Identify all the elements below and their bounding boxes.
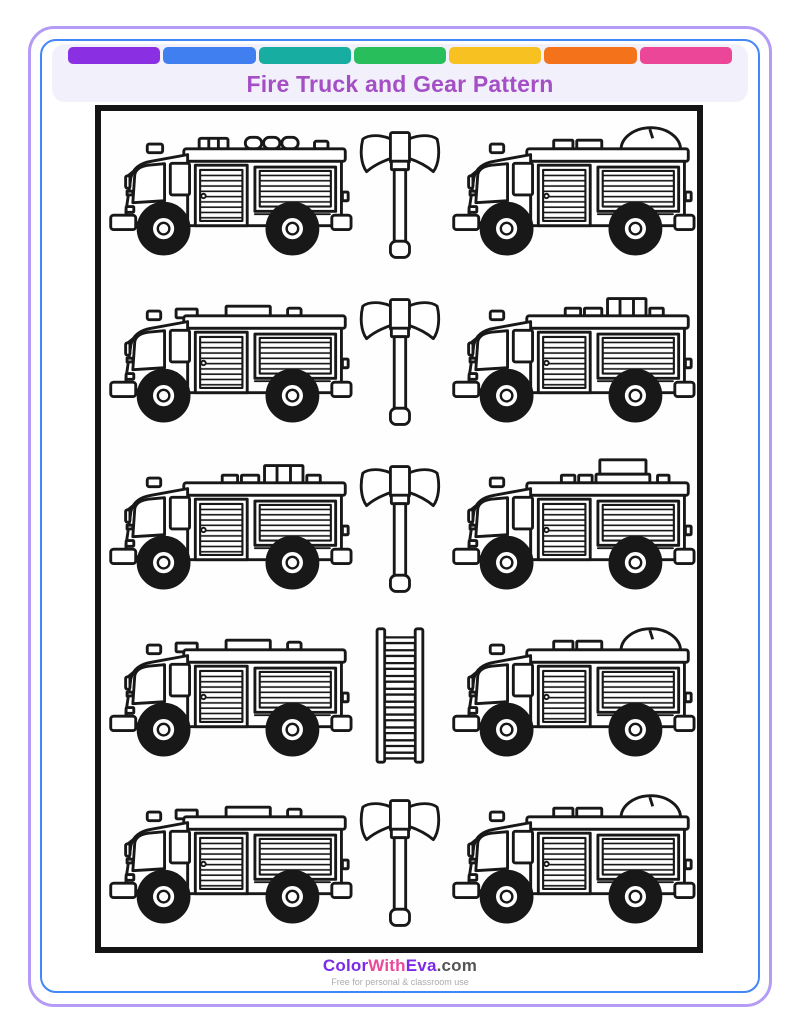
brand-part: Eva <box>405 956 437 975</box>
fire-truck-illustration <box>446 621 696 770</box>
footer: ColorWithEva.com Free for personal & cla… <box>0 956 800 987</box>
header: Fire Truck and Gear Pattern <box>52 44 748 102</box>
rainbow-segment <box>449 47 542 64</box>
page-title: Fire Truck and Gear Pattern <box>246 71 554 97</box>
rainbow-segment <box>544 47 637 64</box>
fire-truck-illustration <box>446 120 696 269</box>
rainbow-segment <box>258 47 351 64</box>
fire-truck-illustration <box>446 788 696 937</box>
rainbow-segment <box>639 47 732 64</box>
fire-truck-illustration <box>446 454 696 603</box>
fire-truck-illustration <box>103 120 353 269</box>
footer-tagline: Free for personal & classroom use <box>331 976 469 987</box>
brand-name: ColorWithEva.com <box>0 956 800 976</box>
brand-part: .com <box>436 956 478 975</box>
pattern-frame <box>95 105 703 953</box>
rainbow-segment <box>68 47 161 64</box>
fire-axe-illustration <box>356 123 442 266</box>
brand-part: Color <box>322 956 369 975</box>
fire-truck-illustration <box>103 287 353 436</box>
fire-axe-illustration <box>356 290 442 433</box>
rainbow-segment <box>353 47 447 64</box>
fire-truck-illustration <box>103 621 353 770</box>
rainbow-segment <box>163 47 256 64</box>
rainbow-bar <box>68 47 732 64</box>
fire-axe-illustration <box>356 791 442 934</box>
outer-purple-border <box>28 26 772 1007</box>
fire-truck-illustration <box>446 287 696 436</box>
fire-axe-illustration <box>356 457 442 600</box>
ladder-illustration <box>356 624 442 767</box>
fire-truck-illustration <box>103 454 353 603</box>
pattern-grid <box>101 111 697 947</box>
fire-truck-illustration <box>103 788 353 937</box>
inner-blue-border <box>40 39 760 993</box>
brand-part: With <box>368 956 406 975</box>
